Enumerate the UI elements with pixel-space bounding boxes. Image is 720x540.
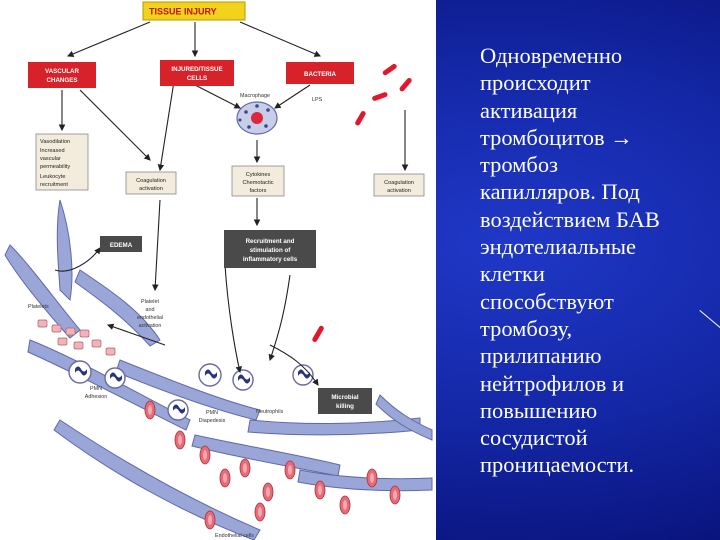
cytokines-box xyxy=(231,165,285,197)
endothelial-cell xyxy=(297,469,433,492)
coag-left-label-2: activation xyxy=(139,186,163,192)
platelet-activation-label-1: Platelet xyxy=(141,299,159,305)
platelet xyxy=(79,329,90,338)
endothelial-cell xyxy=(74,269,161,347)
pmn-diapedesis-label-2: Diapedesis xyxy=(199,418,226,424)
endothelial-cell xyxy=(4,244,81,339)
coag-right-label-1: Coagulation xyxy=(384,180,414,186)
diagram-arrows xyxy=(54,21,409,386)
vascular-item: recruitment xyxy=(40,182,68,188)
recruitment-label-1: Recruitment and xyxy=(246,238,295,245)
bacteria-box xyxy=(286,62,354,84)
injured-tissue-cells-box xyxy=(160,60,234,86)
slide-body-text: Одновременно происходит активация тромбо… xyxy=(480,43,660,478)
endothelial-cell xyxy=(53,419,261,540)
tissue-injury-label: TISSUE INJURY xyxy=(149,7,217,17)
vascular-item: Leukocyte xyxy=(40,174,66,180)
pmn-adhesion-label-2: Adhesion xyxy=(85,394,107,400)
coag-right-label-2: activation xyxy=(387,188,411,194)
injured-tissue-label-1: INJURED/TISSUE xyxy=(171,66,222,73)
endothelial-cell xyxy=(247,417,421,436)
vascular-changes-box xyxy=(28,62,96,88)
platelet-activation-label-2: and xyxy=(146,307,155,313)
endothelial-cell xyxy=(56,199,73,302)
pmn-cell xyxy=(232,369,254,391)
vascular-changes-label-1: VASCULAR xyxy=(45,68,79,75)
cytokines-label-2: Chemotactic xyxy=(242,180,273,186)
lps-label: LPS xyxy=(312,97,323,103)
macrophage-label: Macrophage xyxy=(240,93,270,99)
platelet xyxy=(73,341,84,350)
pmn-diapedesis-label-1: PMN xyxy=(206,410,218,416)
edema-label: EDEMA xyxy=(110,242,133,249)
edema-box xyxy=(100,236,142,252)
pmn-cell xyxy=(104,367,126,389)
pmn-cell xyxy=(198,363,222,387)
platelet xyxy=(91,339,102,348)
recruitment-label-2: stimulation of xyxy=(250,247,291,254)
inflammation-diagram-panel: TISSUE INJURY VASCULAR CHANGES INJURED/T… xyxy=(0,0,436,540)
platelet xyxy=(65,327,76,336)
bacteria-rods xyxy=(312,63,412,343)
recruitment-label-3: inflammatory cells xyxy=(243,256,298,263)
platelets-label: Platelets xyxy=(28,304,49,310)
vascular-item: vascular xyxy=(40,156,61,162)
bacteria-label: BACTERIA xyxy=(304,71,336,78)
tissue-injury-box xyxy=(142,1,246,21)
recruitment-box xyxy=(224,230,316,268)
endothelial-cell xyxy=(191,434,341,477)
platelet xyxy=(51,324,62,333)
endothelial-cell xyxy=(375,394,433,441)
macrophage-cell xyxy=(236,101,278,135)
microbial-killing-label-2: killing xyxy=(336,403,354,410)
pmn-cell xyxy=(68,360,92,384)
platelet-activation-label-3: endothelial xyxy=(137,315,163,321)
cytokines-label-3: factors xyxy=(250,188,267,194)
endothelial-cell xyxy=(115,359,261,421)
pmn-cell xyxy=(167,399,189,421)
microbial-killing-box xyxy=(318,388,372,414)
pmn-adhesion-label-1: PMN xyxy=(90,386,102,392)
inflammation-diagram: TISSUE INJURY VASCULAR CHANGES INJURED/T… xyxy=(4,1,433,540)
coagulation-left-box xyxy=(125,171,177,195)
platelet-activation-label-4: activation xyxy=(139,323,162,329)
vascular-item: Vasodilation xyxy=(40,139,70,145)
neutrophils xyxy=(68,360,314,421)
vascular-effects-box xyxy=(35,133,89,191)
platelet xyxy=(105,347,116,356)
platelet xyxy=(37,319,48,328)
coagulation-right-box xyxy=(373,173,425,197)
platelet xyxy=(57,337,68,346)
vascular-item: permeability xyxy=(40,164,70,170)
pmn-cell xyxy=(292,364,314,386)
injured-tissue-label-2: CELLS xyxy=(187,75,207,82)
coag-left-label-1: Coagulation xyxy=(136,178,166,184)
red-blood-cells xyxy=(144,400,401,530)
microbial-killing-label-1: Microbial xyxy=(331,394,358,401)
endothelial-cells-label: Endothelial cells xyxy=(215,533,254,539)
neutrophils-label: Neutrophils xyxy=(256,409,284,415)
cytokines-label-1: Cytokines xyxy=(246,172,271,178)
platelets-cluster xyxy=(37,319,116,356)
vascular-changes-label-2: CHANGES xyxy=(47,77,78,84)
vascular-item: Increased xyxy=(40,148,65,154)
